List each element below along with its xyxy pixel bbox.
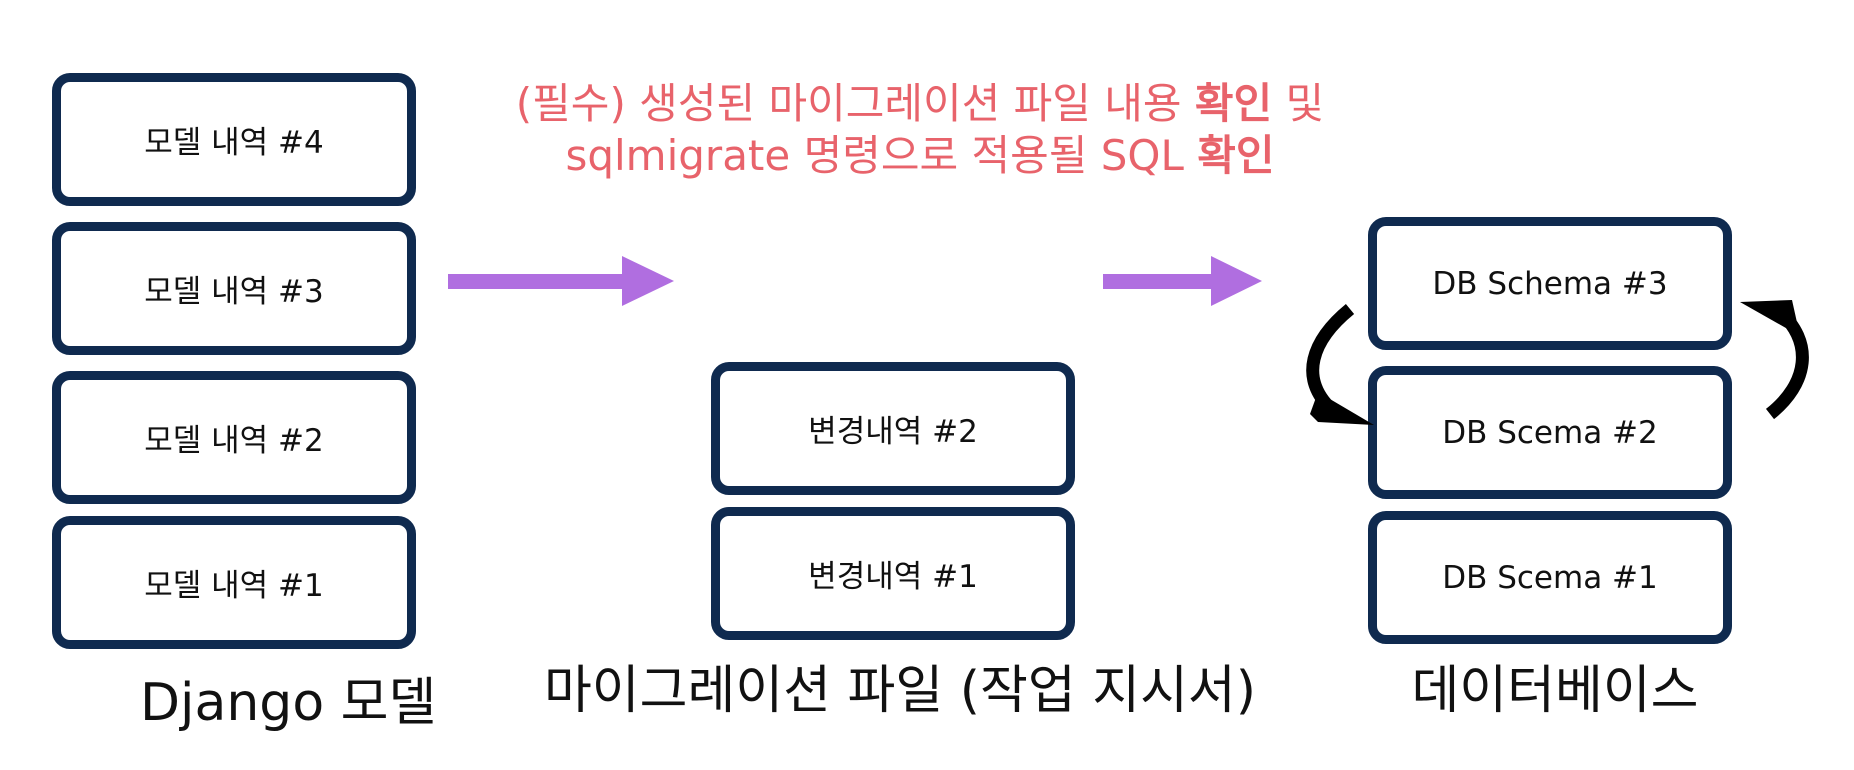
note-emphasis: 확인 (1194, 79, 1273, 128)
django-caption: Django 모델 (140, 673, 437, 733)
db-schema-label: DB Scema #1 (1442, 559, 1658, 596)
db-schema-box-1: DB Scema #1 (1368, 511, 1732, 644)
curved-arrow-icon (1740, 300, 1809, 420)
django-model-box-3: 모델 내역 #3 (52, 222, 416, 355)
right-arrow-icon (448, 256, 674, 306)
migration-file-label: 변경내역 #1 (808, 559, 978, 595)
migration-file-box-1: 변경내역 #1 (711, 507, 1075, 640)
note-line-2: sqlmigrate 명령으로 적용될 SQL 확인 (480, 130, 1360, 182)
django-model-label: 모델 내역 #4 (144, 125, 324, 161)
django-model-label: 모델 내역 #1 (144, 568, 324, 604)
note-emphasis: 확인 (1197, 131, 1275, 180)
curved-arrow-icon (1306, 303, 1374, 425)
db-schema-box-2: DB Scema #2 (1368, 366, 1732, 499)
django-model-box-2: 모델 내역 #2 (52, 371, 416, 504)
db-schema-label: DB Scema #2 (1442, 414, 1658, 451)
note-text: sqlmigrate 명령으로 적용될 SQL (565, 131, 1198, 180)
migration-file-label: 변경내역 #2 (808, 414, 978, 450)
right-arrow-icon (1103, 256, 1262, 306)
django-model-box-1: 모델 내역 #1 (52, 516, 416, 649)
django-model-label: 모델 내역 #2 (144, 423, 324, 459)
note-text: (필수) 생성된 마이그레이션 파일 내용 (515, 79, 1195, 128)
migration-file-box-2: 변경내역 #2 (711, 362, 1075, 495)
database-caption: 데이터베이스 (1411, 661, 1699, 721)
db-schema-box-3: DB Schema #3 (1368, 217, 1732, 350)
migration-note: (필수) 생성된 마이그레이션 파일 내용 확인 및 sqlmigrate 명령… (480, 78, 1360, 182)
note-line-1: (필수) 생성된 마이그레이션 파일 내용 확인 및 (480, 78, 1360, 130)
migration-caption: 마이그레이션 파일 (작업 지시서) (543, 661, 1257, 721)
django-model-box-4: 모델 내역 #4 (52, 73, 416, 206)
django-model-label: 모델 내역 #3 (144, 274, 324, 310)
db-schema-label: DB Schema #3 (1432, 265, 1668, 302)
note-text: 및 (1272, 79, 1325, 128)
